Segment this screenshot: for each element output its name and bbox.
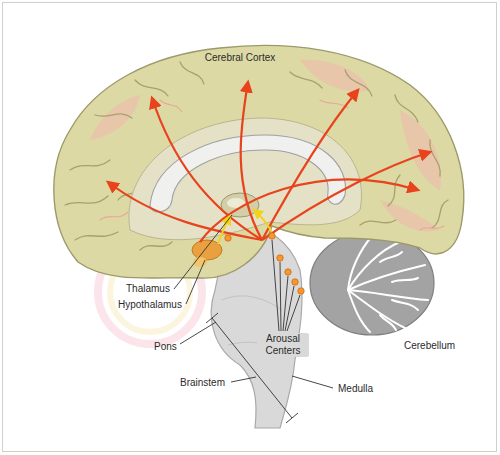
arousal-pathways-part [108, 182, 262, 240]
cerebral-cortex-part-part [75, 232, 118, 240]
cerebral-cortex-part-part [400, 110, 441, 190]
leader-lines-part [292, 376, 333, 388]
arousal-pathways-part [262, 90, 358, 240]
cerebral-cortex-part-part [65, 196, 108, 205]
cerebellum-part-part [348, 265, 425, 290]
cerebellum-part-part [348, 236, 372, 290]
brainstem-bracket [206, 313, 298, 423]
cerebellum-part-part [380, 315, 396, 330]
leader-lines-part [272, 240, 279, 331]
frame [3, 3, 497, 452]
cerebral-cortex-part-part [90, 95, 140, 140]
cerebral-cortex-part-part [180, 62, 204, 84]
cerebral-cortex-part-part [160, 100, 182, 112]
arousal-center-dots-part [277, 255, 283, 261]
cerebellum-part-part [392, 300, 418, 310]
hypothalamus [192, 240, 222, 267]
cerebral-cortex-part-part [140, 242, 172, 250]
arousal-center-dots-part [292, 279, 298, 285]
medial-wall [129, 118, 362, 240]
arousal-center-dots-part [285, 269, 291, 275]
arousal-pathways-part [152, 98, 262, 240]
part-label: Arousal Centers [257, 333, 309, 357]
part-label: Hypothalamus [118, 299, 182, 311]
part-label: Brainstem [178, 377, 227, 389]
cerebral-cortex-part-part [360, 220, 396, 225]
part-label: Pons [154, 341, 177, 353]
brainstem-bracket-part [286, 413, 298, 423]
brainstem-part [222, 296, 282, 310]
brainstem-bracket-part [206, 313, 218, 323]
cerebral-cortex-part-part [420, 226, 444, 230]
cerebral-cortex-part-part [345, 70, 372, 96]
arousal-pathways [108, 82, 430, 242]
cerebral-cortex-part-part [430, 140, 440, 176]
leader-lines-part [287, 295, 300, 331]
cerebral-cortex-part-part [100, 212, 128, 220]
leader-lines-part [280, 262, 281, 331]
arousal-pathways-part [241, 82, 262, 240]
cerebral-cortex-part-part [70, 160, 110, 170]
arousal-center-dots-part [269, 233, 275, 239]
cerebral-cortex-part-part [300, 60, 370, 92]
arousal-center-dots-part [225, 235, 231, 241]
cerebral-cortex-part [65, 62, 448, 250]
cerebral-cortex-part-part [395, 95, 418, 122]
cerebral-cortex [54, 45, 464, 278]
thalamic-pathways [218, 210, 272, 244]
leader-lines-part [283, 276, 288, 331]
cerebellum-part-part [348, 290, 405, 328]
cerebellum-part-part [348, 290, 370, 332]
arousal-pathways-part [200, 180, 418, 242]
thalamic-pathways-part [254, 210, 272, 232]
part-label: Medulla [336, 383, 375, 395]
cerebellum-part [348, 236, 428, 332]
leader-lines-part [186, 260, 205, 304]
leader-lines-part [174, 215, 232, 289]
arousal-pathways-part [262, 152, 430, 240]
cerebral-cortex-part-part [95, 114, 132, 118]
cerebral-cortex-part-part [388, 175, 400, 206]
leader-lines [174, 215, 333, 388]
cerebral-cortex-part [54, 45, 464, 278]
part-label: Cerebral Cortex [203, 52, 278, 64]
cerebral-cortex-part-part [290, 72, 322, 88]
leader-lines-part [231, 377, 256, 382]
medial-wall-part [129, 118, 362, 240]
arousal-center-dots-part [298, 288, 304, 294]
leader-lines-part [180, 322, 216, 344]
cerebral-cortex-part-part [135, 80, 168, 96]
part-label: Cerebellum [404, 340, 455, 352]
part-label: Thalamus [126, 283, 170, 295]
cerebral-cortex-part-part [432, 200, 448, 228]
cerebellum-part-part [380, 252, 402, 262]
cerebellum-part-part [392, 278, 418, 282]
arousal-center-dots [225, 233, 304, 294]
